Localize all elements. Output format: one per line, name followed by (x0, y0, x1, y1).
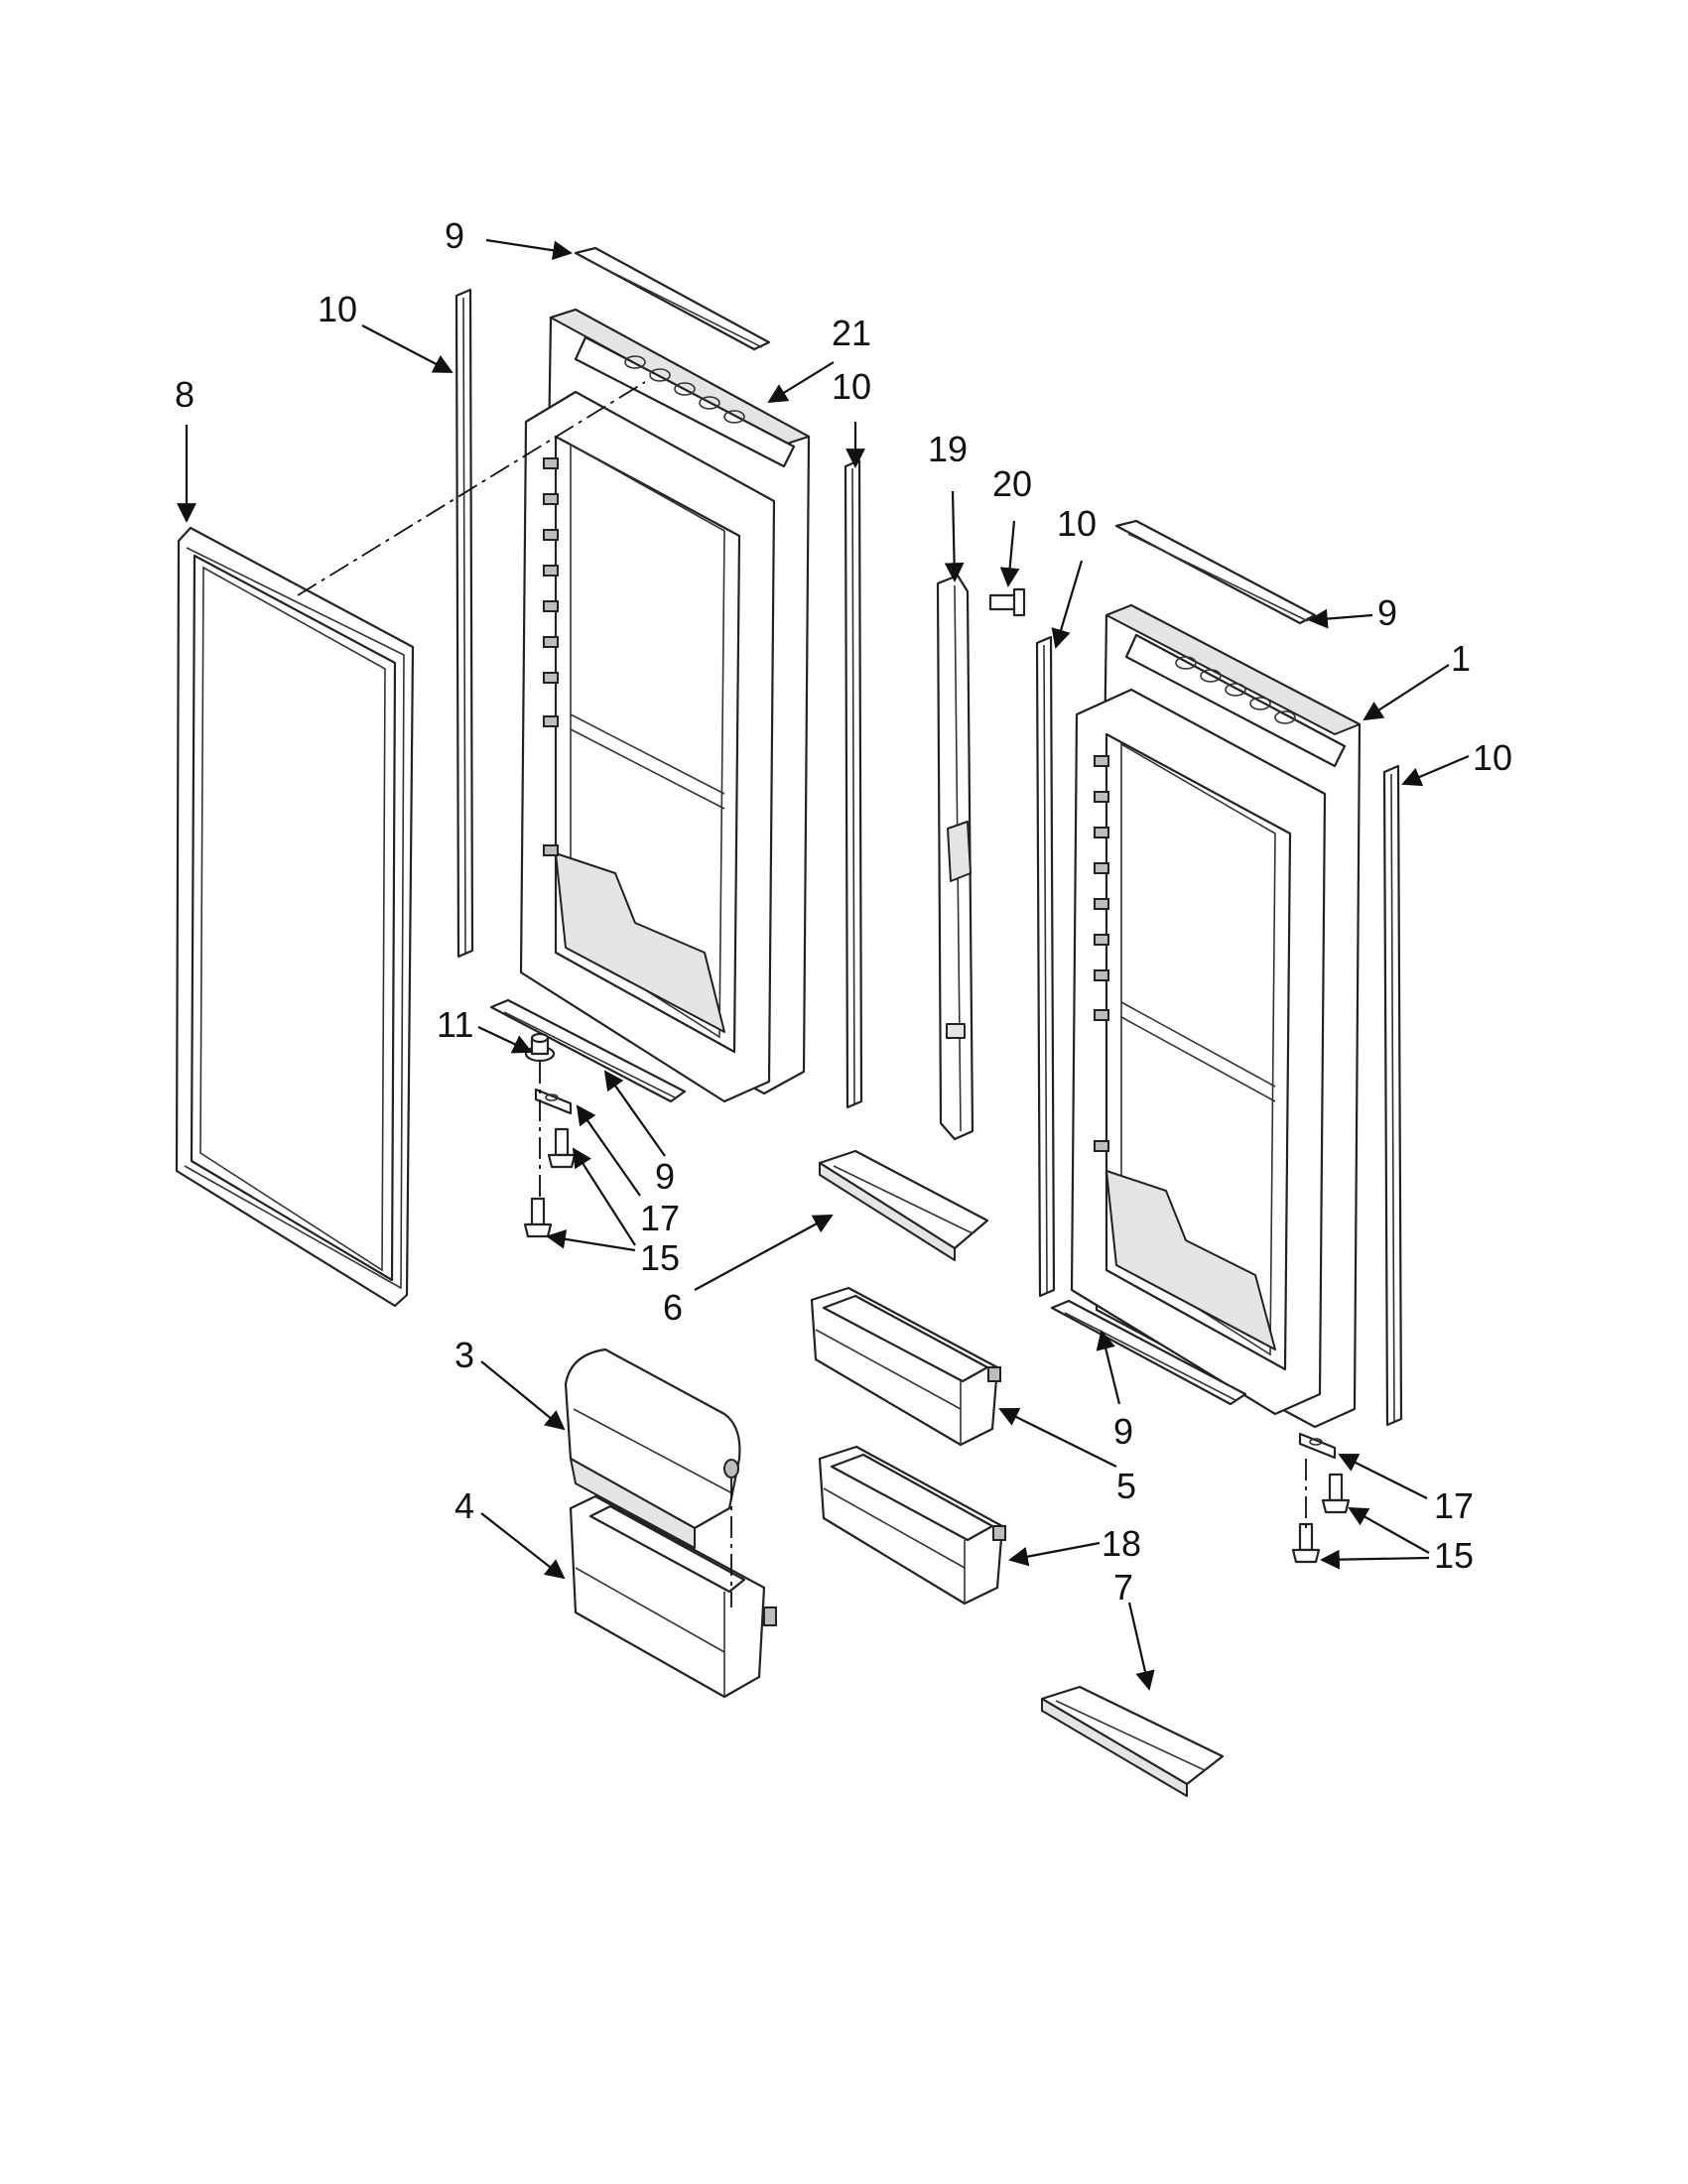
leader-lines (177, 238, 1470, 1691)
part-10-right-door-inner-trim (1035, 635, 1056, 1298)
part-6-bin-cover (818, 1149, 989, 1261)
part-15-hinge-screws-right (1291, 1473, 1351, 1564)
part-9-right-bottom-cap (1050, 1299, 1247, 1406)
callout-9: 9 (1377, 592, 1397, 633)
part-9-left-top-cap (574, 246, 771, 351)
callout-18: 18 (1102, 1523, 1141, 1564)
part-9-left-bottom-cap (489, 998, 687, 1103)
callout-21: 21 (832, 313, 871, 353)
part-18-door-bin (818, 1445, 1006, 1606)
callout-8: 8 (175, 374, 195, 415)
part-10-left-door-side-trim (844, 458, 863, 1109)
callout-19: 19 (928, 429, 968, 469)
callout-17: 17 (640, 1198, 680, 1238)
part-15-hinge-screws-left (523, 1127, 577, 1238)
callout-15: 15 (640, 1237, 680, 1278)
callout-7: 7 (1113, 1567, 1133, 1607)
part-8-door-gasket (175, 526, 415, 1308)
callout-10: 10 (1057, 503, 1097, 544)
part-1-right-door-liner (1070, 603, 1362, 1429)
callout-5: 5 (1116, 1466, 1136, 1506)
part-17-hinge-bracket-left (534, 1088, 573, 1115)
callout-1: 1 (1451, 638, 1471, 679)
part-3-dairy-door (564, 1348, 741, 1549)
callout-9: 9 (445, 215, 464, 256)
part-19-center-mullion (936, 574, 974, 1141)
callout-6: 6 (663, 1287, 683, 1328)
callout-10: 10 (832, 366, 871, 407)
part-20-mullion-screw (988, 587, 1026, 617)
part-17-hinge-bracket-right (1298, 1432, 1337, 1460)
callout-20: 20 (992, 463, 1032, 504)
callout-9: 9 (1113, 1411, 1133, 1452)
callout-3: 3 (454, 1335, 474, 1375)
callout-15: 15 (1434, 1535, 1474, 1576)
part-4-dairy-bin (569, 1494, 777, 1699)
callout-labels: 9 10 8 21 10 19 20 10 9 1 10 11 9 17 15 … (175, 215, 1512, 1607)
part-9-right-top-cap (1114, 519, 1317, 625)
callout-10: 10 (318, 289, 357, 329)
callout-11: 11 (437, 1004, 473, 1045)
callout-17: 17 (1434, 1485, 1474, 1526)
callout-10: 10 (1473, 737, 1512, 778)
callout-9: 9 (655, 1156, 675, 1197)
part-10-left-door-trim (454, 288, 474, 959)
part-10-right-door-outer-trim (1382, 764, 1403, 1427)
callout-4: 4 (454, 1485, 474, 1526)
part-7-bin-cover (1040, 1685, 1225, 1797)
gasket-assembly-line (297, 381, 646, 596)
part-21-left-door-liner (519, 308, 811, 1103)
part-5-door-bin (810, 1286, 1001, 1447)
